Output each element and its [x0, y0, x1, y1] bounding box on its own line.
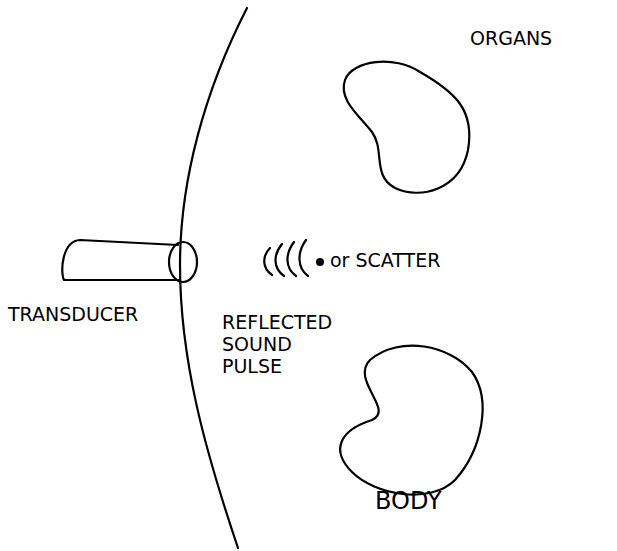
- body-label: BODY: [375, 488, 442, 516]
- sound-wave: [264, 248, 272, 275]
- sound-wave: [287, 242, 296, 276]
- sound-wave: [299, 240, 308, 276]
- transducer-body: [62, 240, 180, 280]
- sound-wave: [275, 244, 284, 276]
- scatter-dot: [316, 258, 324, 266]
- organ-outline: [344, 62, 470, 193]
- organs-label: ORGANS: [470, 28, 552, 50]
- organ-outline: [340, 346, 482, 495]
- scatter-label: or SCATTER: [330, 250, 440, 272]
- transducer-face: [169, 242, 197, 282]
- transducer-label: TRANSDUCER: [8, 304, 138, 326]
- reflected-pulse-label: REFLECTED SOUND PULSE: [222, 312, 352, 378]
